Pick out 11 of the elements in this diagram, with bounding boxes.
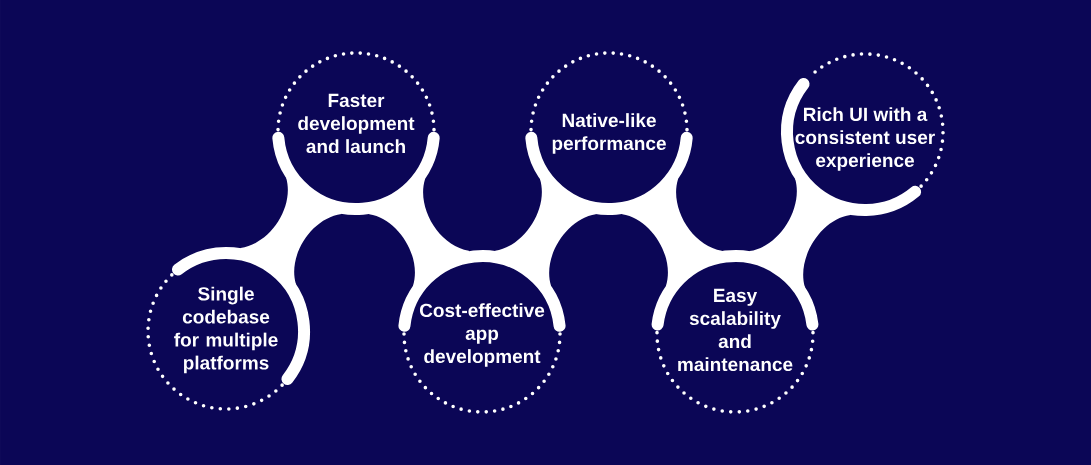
connector-band	[621, 178, 723, 287]
circle-node: Faster development and launch	[272, 51, 440, 215]
connector-band	[368, 178, 470, 287]
connector-band	[240, 177, 342, 285]
circle-node: Easy scalability and maintenance	[651, 250, 819, 414]
circle-node: Single codebase for multiple platforms	[146, 247, 310, 411]
connector-band	[494, 178, 597, 287]
connector-band	[749, 178, 851, 288]
circle-node: Native-like performance	[525, 51, 693, 215]
circle-node: Cost-effective app development	[398, 250, 566, 414]
circle-node: Rich UI with a consistent user experience	[781, 52, 945, 216]
